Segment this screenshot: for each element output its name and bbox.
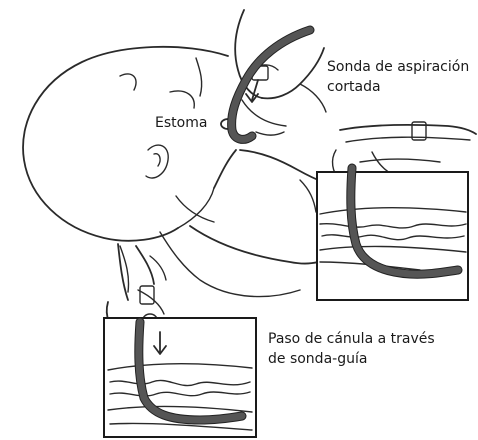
inset-bottom [104, 318, 256, 437]
infant-body [120, 150, 350, 297]
label-paso-line1: Paso de cánula a través [268, 330, 435, 349]
label-paso-line2: de sonda-guía [268, 350, 367, 369]
inset-right [317, 168, 468, 300]
infant-head [23, 47, 228, 241]
label-sonda-line2: cortada [327, 78, 381, 97]
label-sonda-line1: Sonda de aspiración [327, 58, 469, 77]
label-estoma: Estoma [155, 114, 207, 133]
